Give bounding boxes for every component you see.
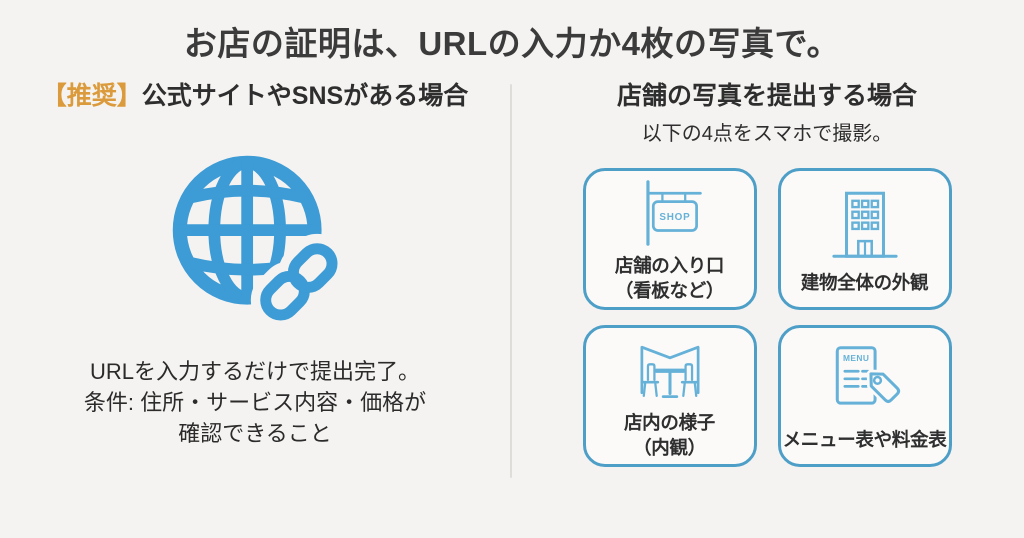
card-menu-price-list-label: メニュー表や料金表 — [783, 427, 947, 452]
card-shop-entrance-label: 店舗の入り口 （看板など） — [614, 253, 725, 303]
photo-method-section: 店舗の写真を提出する場合 以下の4点をスマホで撮影。 — [512, 78, 1022, 467]
card-building-exterior-label: 建物全体の外観 — [800, 270, 929, 295]
card-label-line: メニュー表や料金表 — [782, 428, 947, 450]
photo-section-heading: 店舗の写真を提出する場合 — [616, 82, 917, 110]
card-building-exterior: 建物全体の外観 — [777, 168, 952, 310]
desc-line-1: URLを入力するだけで提出完了。 — [89, 359, 420, 384]
url-method-description: URLを入力するだけで提出完了。 条件: 住所・サービス内容・価格が 確認できる… — [10, 356, 500, 449]
photo-requirements-grid: SHOP 店舗の入り口 （看板など） — [582, 168, 952, 467]
desc-line-3: 確認できること — [178, 421, 332, 446]
photo-section-subheading: 以下の4点をスマホで撮影。 — [641, 123, 893, 145]
interior-table-chairs-icon — [632, 332, 708, 408]
page-title: お店の証明は、URLの入力か4枚の写真で。 — [183, 25, 841, 62]
card-shop-entrance: SHOP 店舗の入り口 （看板など） — [582, 168, 757, 310]
card-store-interior: 店内の様子 （内観） — [582, 325, 757, 467]
recommended-badge: 【推奨】 — [41, 82, 142, 110]
vertical-divider — [510, 84, 512, 478]
globe-link-icon — [161, 144, 349, 332]
card-menu-price-list: MENU メニュー表や料金表 — [777, 325, 952, 467]
card-label-line: 建物全体の外観 — [800, 271, 929, 293]
card-label-line: （看板など） — [614, 280, 725, 301]
shop-sign-icon: SHOP — [632, 175, 708, 251]
url-method-section: 【推奨】公式サイトやSNSがある場合 — [0, 78, 510, 449]
shop-sign-text: SHOP — [659, 212, 690, 223]
desc-line-2: 条件: 住所・サービス内容・価格が — [83, 390, 427, 415]
two-column-layout: 【推奨】公式サイトやSNSがある場合 — [0, 78, 1024, 478]
url-section-heading-text: 公式サイトやSNSがある場合 — [141, 82, 469, 110]
card-label-line: 店舗の入り口 — [614, 255, 725, 276]
menu-doc-text: MENU — [843, 353, 869, 363]
card-store-interior-label: 店内の様子 （内観） — [624, 410, 715, 460]
menu-price-tag-icon: MENU — [823, 341, 907, 425]
url-section-heading: 【推奨】公式サイトやSNSがある場合 — [0, 78, 510, 114]
card-label-line: 店内の様子 — [623, 412, 715, 433]
card-label-line: （内観） — [633, 437, 706, 458]
building-icon — [823, 184, 907, 268]
